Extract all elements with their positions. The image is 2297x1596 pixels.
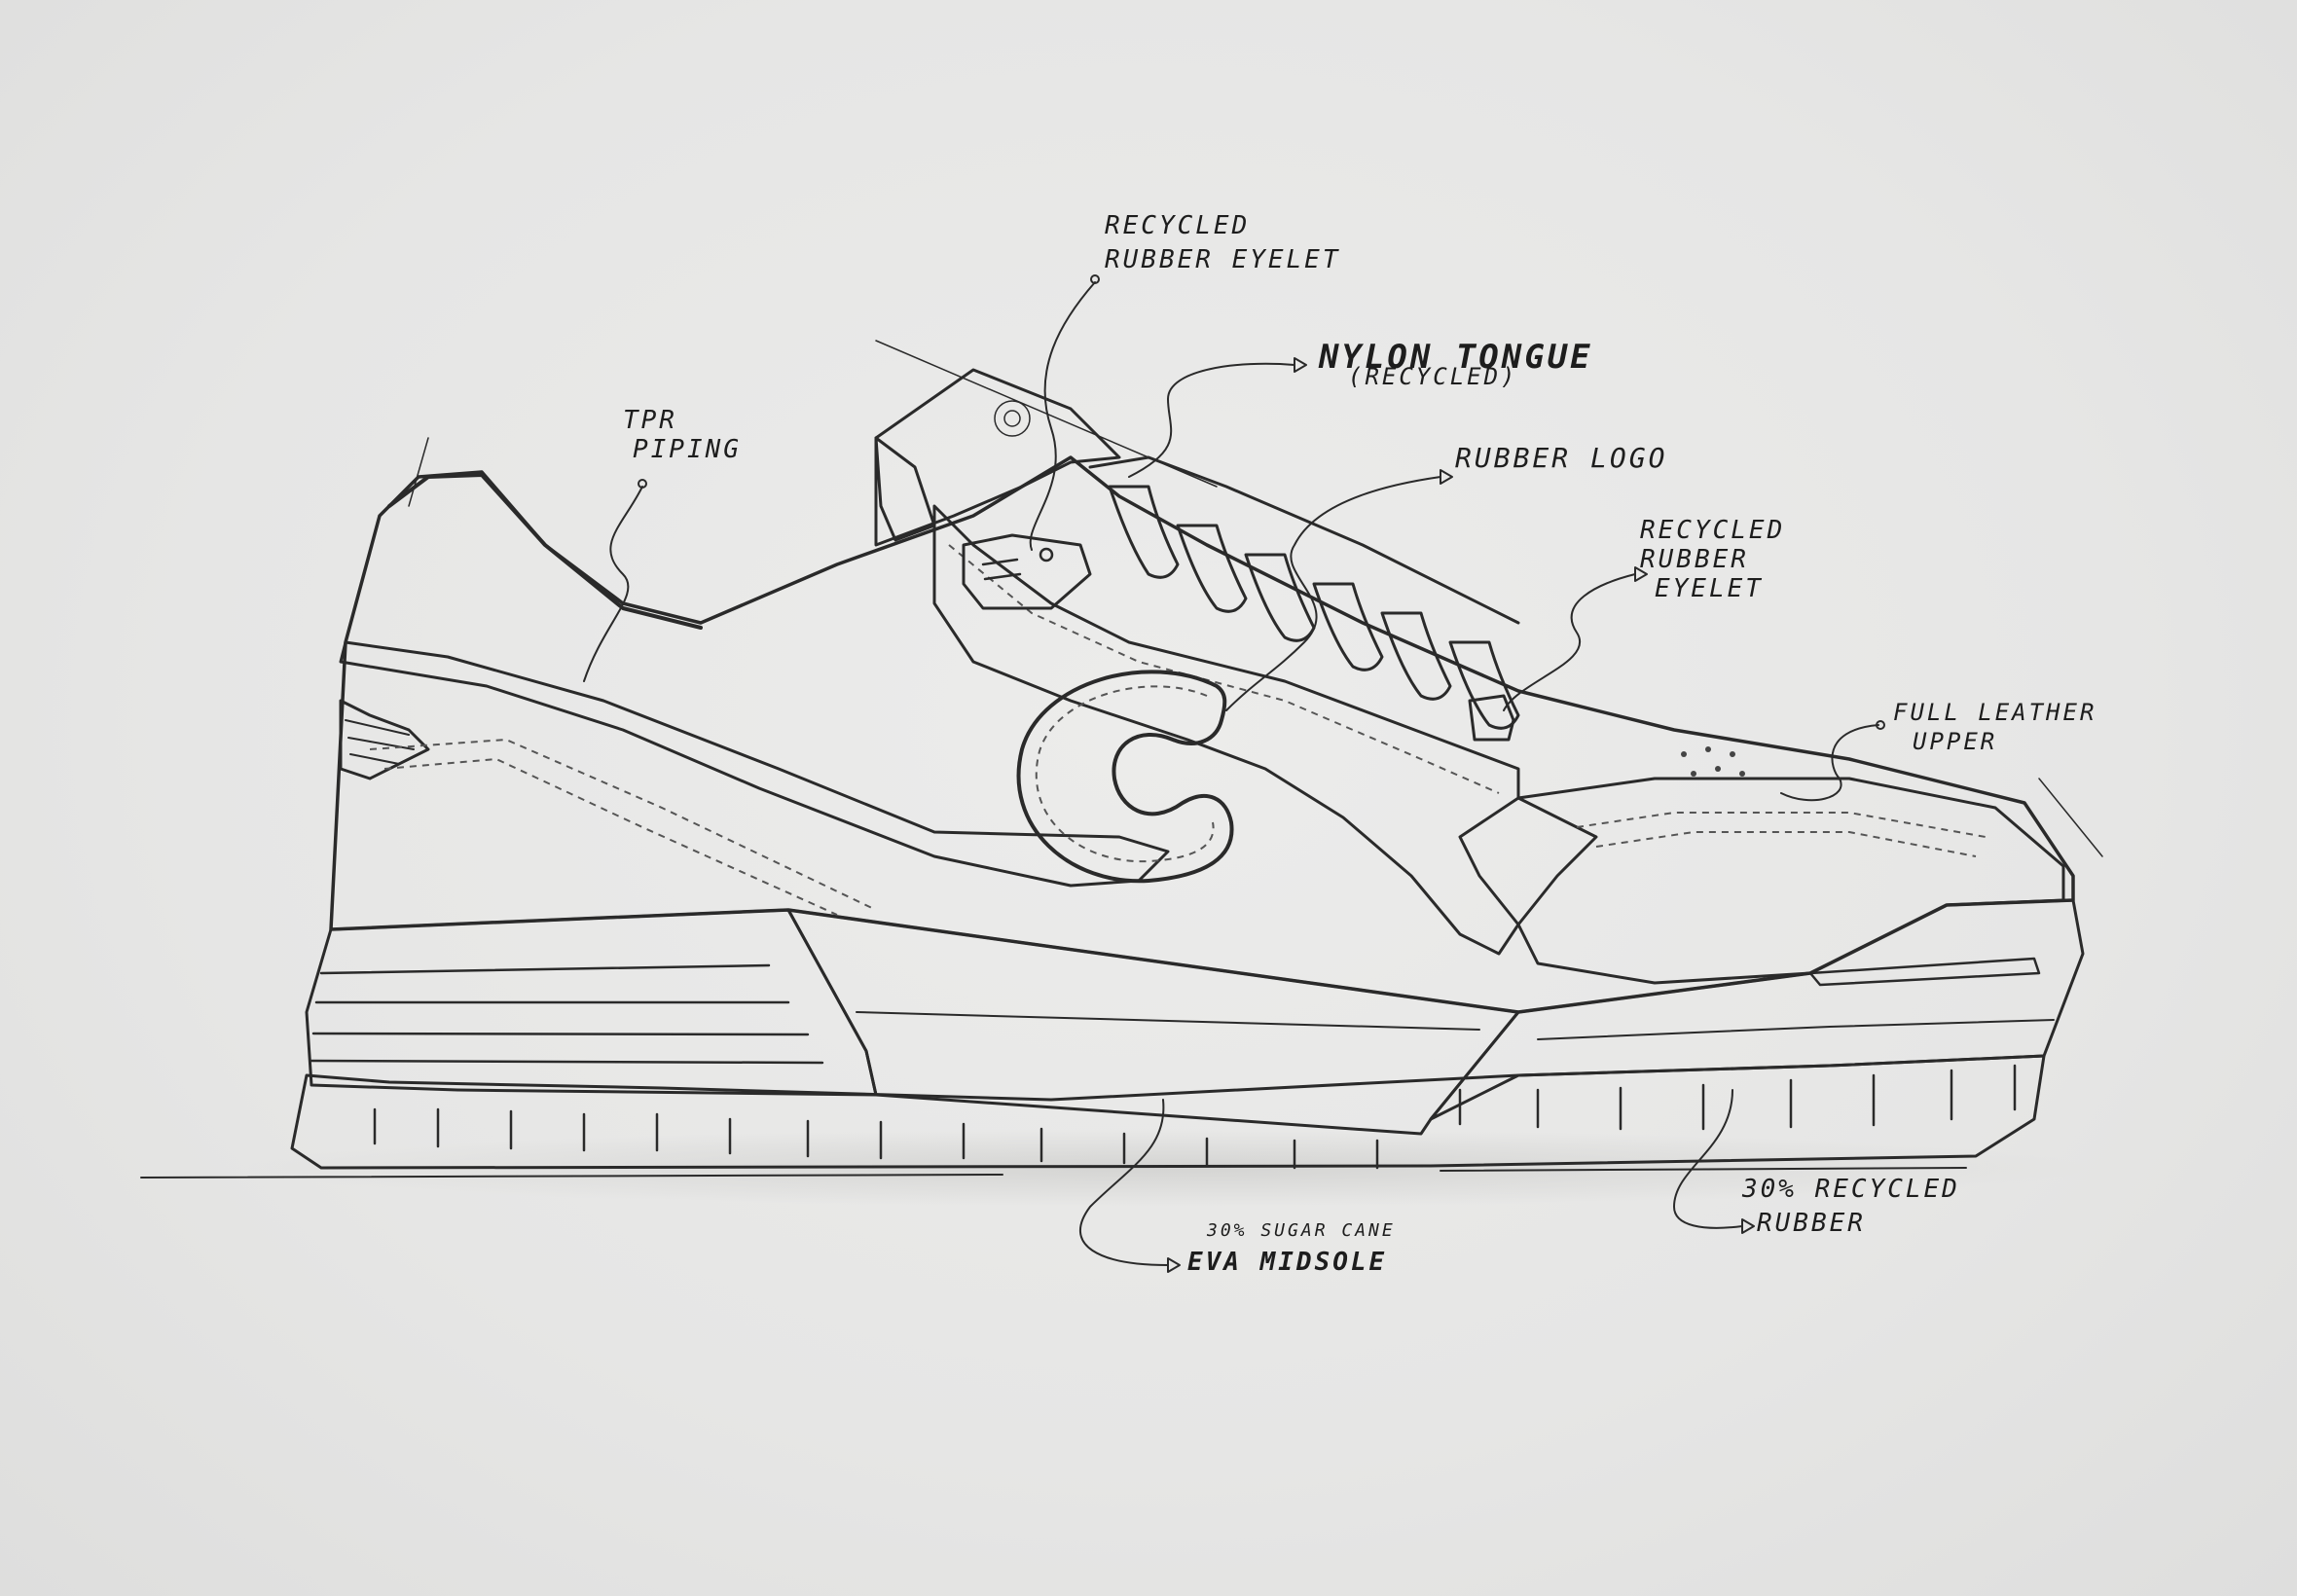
ground-line <box>140 1167 1967 1179</box>
upper-body <box>329 455 2075 1014</box>
toe-midsole-stripe <box>1537 1019 2055 1040</box>
c-monogram-icon <box>1016 670 1234 884</box>
label-rubber-logo: RUBBER LOGO <box>1455 442 1667 474</box>
top-eyelet <box>962 533 1092 610</box>
label-eyelet-top-2: RUBBER EYELET <box>1105 245 1341 274</box>
laces <box>1108 485 1520 730</box>
toe-perforations <box>1681 746 1745 777</box>
label-midsole-2: EVA MIDSOLE <box>1187 1248 1387 1277</box>
toe-cap-stitch <box>1576 812 1987 838</box>
heel-tab-lines <box>345 719 415 765</box>
quarter-stitch-2 <box>383 757 838 916</box>
heel-midsole-ribs <box>310 963 824 1065</box>
toe-cap-stitch-2 <box>1595 831 1977 857</box>
toe-cap <box>1516 777 2065 985</box>
label-tongue-1: NYLON TONGUE <box>1318 338 1593 377</box>
label-upper-1: FULL LEATHER <box>1893 699 2096 726</box>
tpr-piping <box>339 640 1170 888</box>
label-tpr-1: TPR <box>623 406 677 435</box>
tongue <box>874 368 1121 547</box>
label-eyelet-side-2: RUBBER <box>1640 545 1749 574</box>
midsole-center <box>786 908 1520 1136</box>
label-eyelet-side-1: RECYCLED <box>1640 516 1785 545</box>
quarter-stitch <box>369 738 877 911</box>
label-upper-2: UPPER <box>1913 728 1997 755</box>
outsole-lugs <box>373 1064 2017 1170</box>
eyestay-panel <box>932 504 1520 956</box>
label-outsole-2: RUBBER <box>1757 1209 1866 1238</box>
heel-tab <box>339 699 430 780</box>
side-eyelet <box>1468 694 1515 742</box>
leader-lines <box>583 281 1879 1266</box>
label-eyelet-side-3: EYELET <box>1655 574 1764 603</box>
heel-collar-piping <box>387 473 703 630</box>
toe-midsole-groove <box>1808 957 2041 987</box>
leader-markers <box>638 274 1885 1273</box>
label-eyelet-top-1: RECYCLED <box>1105 211 1250 240</box>
tongue-badge-icon <box>994 400 1031 437</box>
ground-shadow <box>243 1129 2093 1207</box>
label-tpr-2: PIPING <box>633 435 742 464</box>
label-midsole-1: 30% SUGAR CANE <box>1206 1220 1396 1241</box>
label-tongue-2: (RECYCLED) <box>1348 363 1518 390</box>
tongue-lining <box>874 436 936 542</box>
midsole-line <box>856 1011 1480 1031</box>
label-outsole-1: 30% RECYCLED <box>1741 1175 1960 1204</box>
eyestay-stitch <box>948 544 1500 794</box>
lace-top <box>1088 455 1520 625</box>
